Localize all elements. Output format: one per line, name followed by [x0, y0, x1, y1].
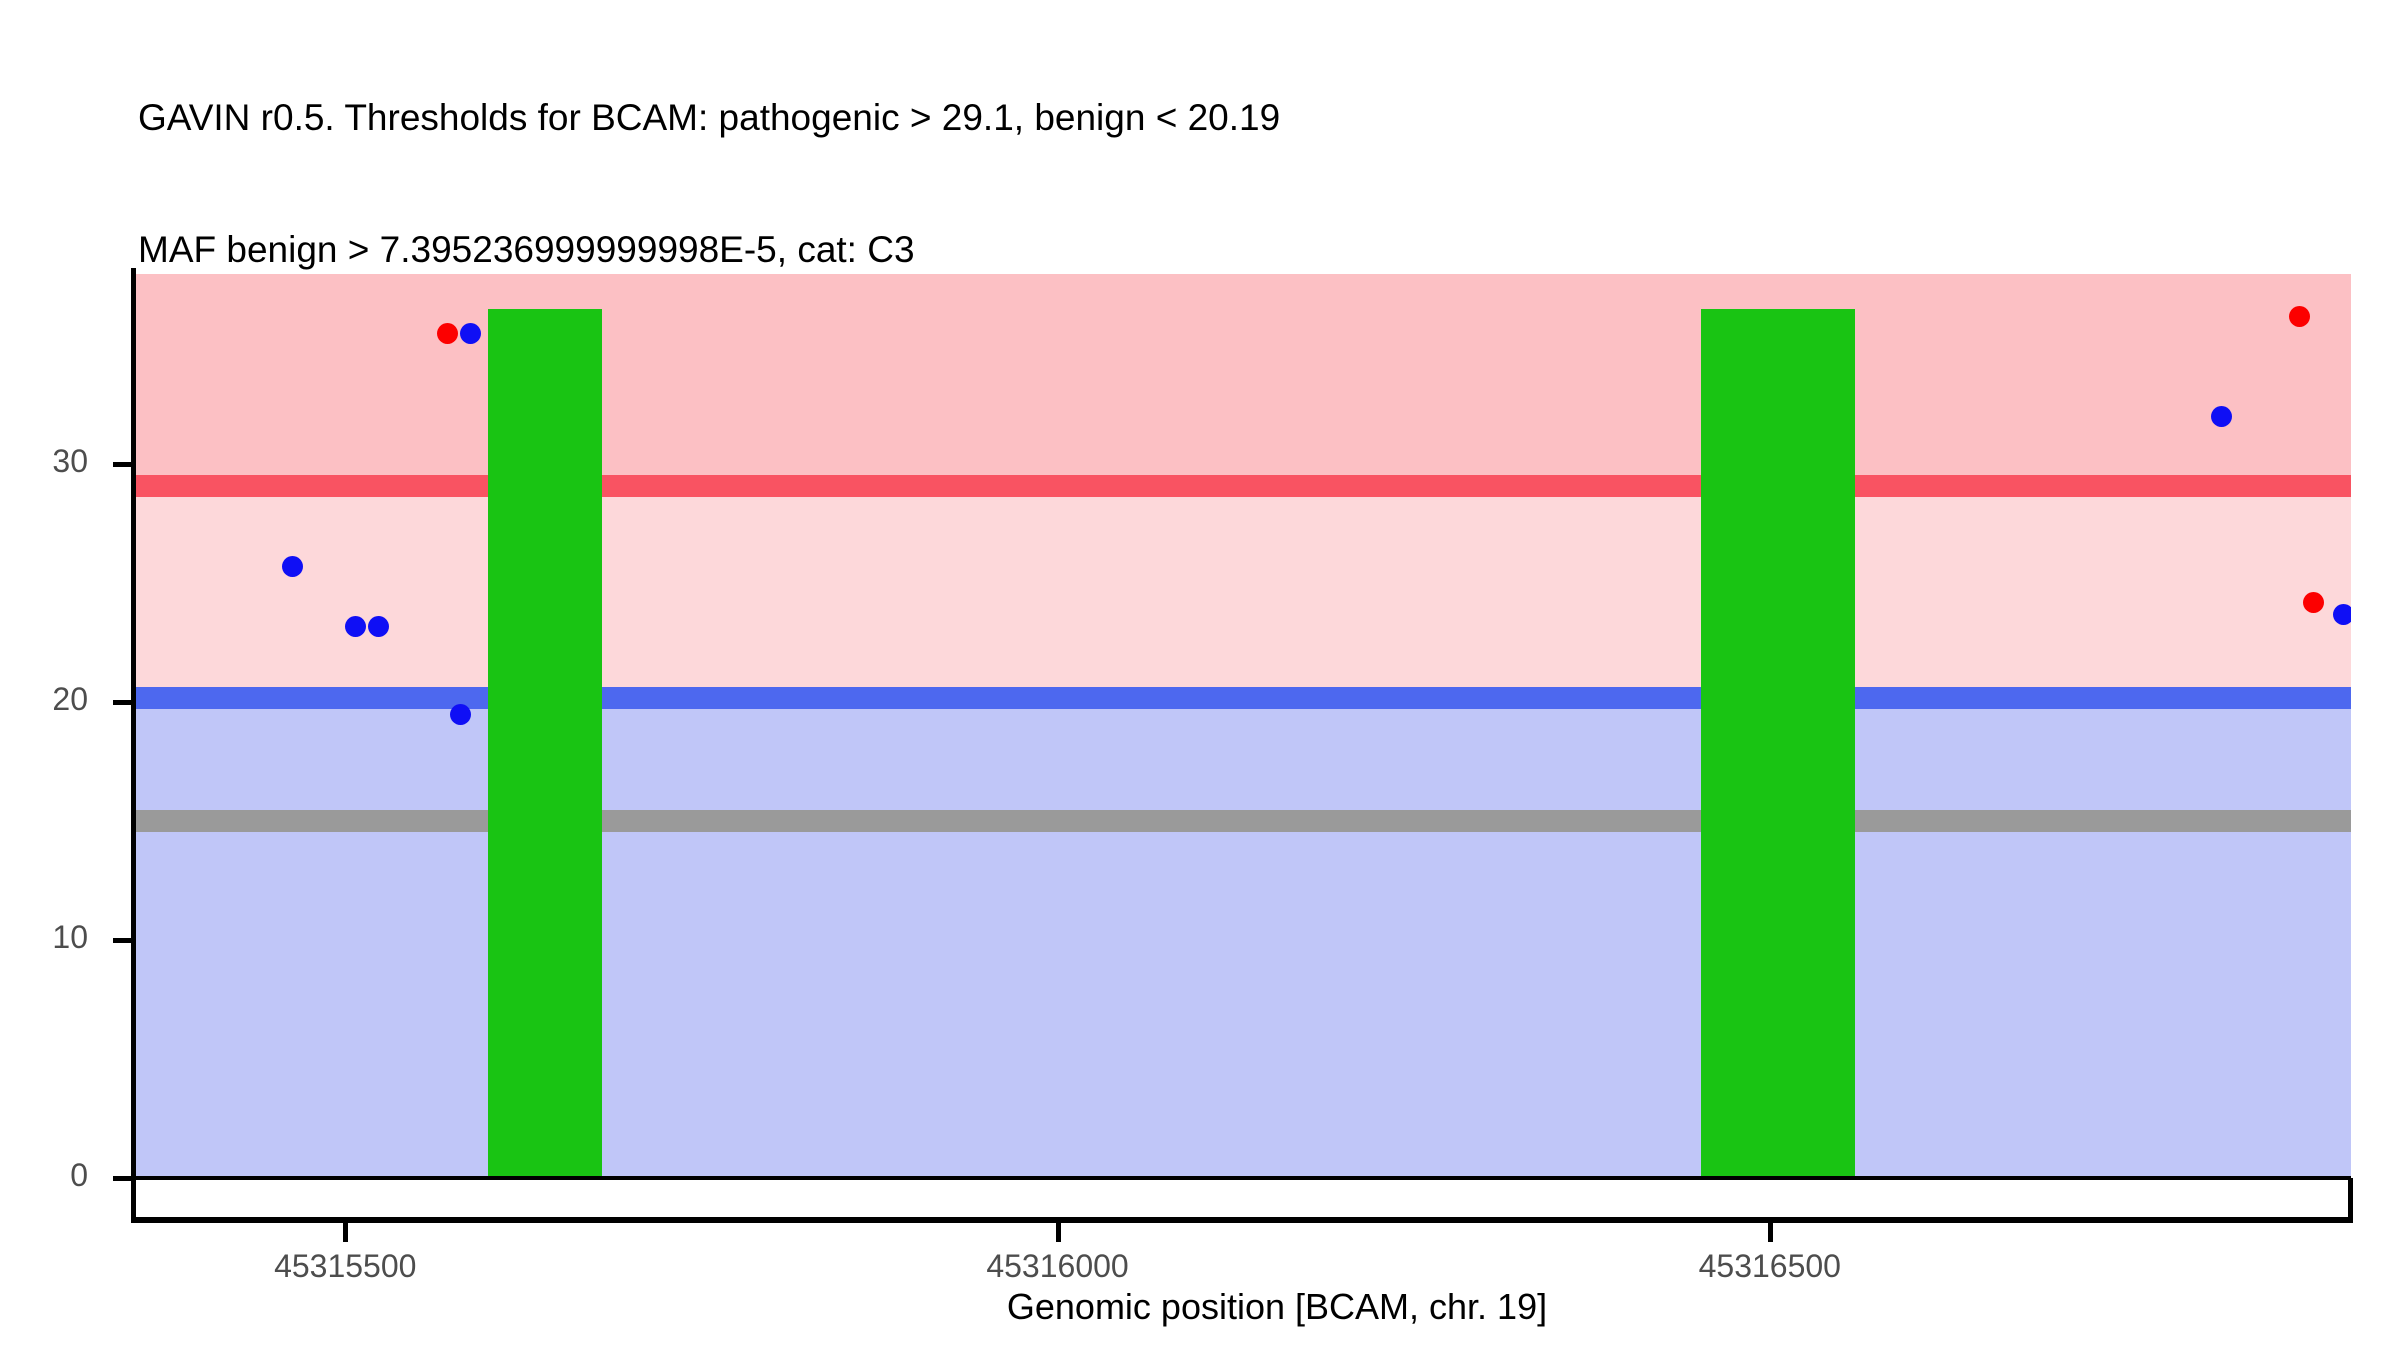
refseq-exon-2 — [1701, 309, 1856, 1178]
x-axis-right-cap — [2348, 1178, 2353, 1223]
gnomad-variant-point-3[interactable] — [344, 615, 366, 637]
x-axis-title: Genomic position [BCAM, chr. 19] — [1006, 1286, 1548, 1327]
y-tick-mark-20 — [113, 700, 133, 706]
y-tick-label-20: 20 — [52, 681, 88, 718]
clinvar-variant-point-3[interactable] — [2303, 591, 2325, 613]
gnomad-variant-point-4[interactable] — [367, 615, 389, 637]
band-vous-region — [133, 485, 2351, 698]
gnomad-variant-point-7[interactable] — [2333, 603, 2351, 625]
clinvar-variant-point-2[interactable] — [2289, 306, 2311, 328]
threshold-line-genome-wide-fallback — [133, 810, 2351, 833]
clinvar-variant-point-1[interactable] — [437, 322, 459, 344]
y-tick-label-30: 30 — [52, 443, 88, 480]
gnomad-variant-point-1[interactable] — [460, 322, 482, 344]
y-tick-label-10: 10 — [52, 919, 88, 956]
gnomad-variant-point-6[interactable] — [2210, 406, 2232, 428]
y-tick-label-0: 0 — [70, 1157, 88, 1193]
gnomad-variant-point-5[interactable] — [450, 703, 472, 725]
plot-panel — [133, 274, 2351, 1178]
title-line-1: GAVIN r0.5. Thresholds for BCAM: pathoge… — [138, 97, 1281, 138]
x-tick-label-45316000: 45316000 — [986, 1248, 1129, 1284]
band-pathogenic-region — [133, 274, 2351, 486]
refseq-exon-1 — [487, 309, 602, 1178]
x-tick-mark-45316000 — [1055, 1223, 1061, 1242]
y-tick-mark-30 — [113, 462, 133, 468]
gnomad-variant-point-2[interactable] — [282, 556, 304, 578]
title-line-2: MAF benign > 7.395236999999998E-5, cat: … — [138, 229, 915, 270]
y-tick-mark-0 — [113, 1176, 133, 1181]
band-benign-region — [133, 697, 2351, 1178]
x-tick-label-45315500: 45315500 — [274, 1248, 417, 1284]
x-tick-label-45316500: 45316500 — [1698, 1248, 1841, 1284]
x-axis-line — [131, 1217, 2353, 1223]
x-tick-mark-45316500 — [1767, 1223, 1773, 1242]
x-tick-mark-45315500 — [343, 1223, 349, 1242]
panel-bottom-border — [133, 1176, 2351, 1180]
y-tick-mark-10 — [113, 938, 133, 944]
x-axis-left-cap — [131, 1178, 136, 1223]
y-axis-line — [131, 268, 136, 1183]
threshold-line-pathogenic — [133, 474, 2351, 497]
